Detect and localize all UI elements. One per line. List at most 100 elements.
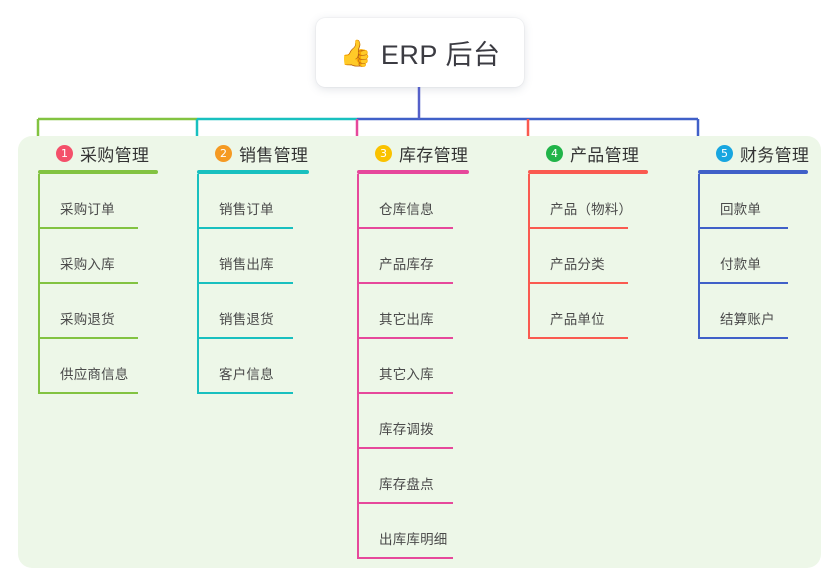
leaf-node-label: 出库库明细	[379, 532, 448, 547]
thumbs-up-icon: 👍	[339, 37, 372, 68]
leaf-node-label: 库存调拨	[379, 422, 434, 437]
branch-number-badge: 2	[215, 144, 232, 162]
branch-number-badge: 1	[56, 144, 73, 162]
branch-title: 财务管理	[740, 145, 810, 165]
leaf-node-underline	[197, 392, 293, 394]
branch-spine	[197, 174, 199, 394]
leaf-node-underline	[38, 392, 138, 394]
leaf-node-label: 产品单位	[550, 312, 605, 327]
leaf-node-underline	[698, 337, 788, 339]
branch-spine	[528, 174, 530, 339]
branch-title: 产品管理	[570, 145, 640, 165]
leaf-node-underline	[528, 282, 628, 284]
branch-column-3: 3 库存管理仓库信息产品库存其它出库其它入库库存调拨库存盘点出库库明细	[355, 136, 469, 559]
branch-leaf-list: 产品（物料） 产品分类产品单位	[528, 174, 648, 339]
leaf-node-label: 仓库信息	[379, 202, 434, 217]
branch-header-5[interactable]: 5 财务管理	[696, 136, 809, 170]
branch-leaf-list: 回款单付款单结算账户	[698, 174, 809, 339]
branch-leaf-list: 销售订单销售出库销售退货客户信息	[197, 174, 309, 394]
leaf-node[interactable]: 其它出库	[357, 284, 469, 339]
leaf-node-label: 产品库存	[379, 257, 434, 272]
leaf-node-underline	[357, 337, 453, 339]
leaf-node-label: 客户信息	[219, 367, 274, 382]
root-node-card[interactable]: 👍 ERP 后台	[316, 18, 524, 87]
leaf-node[interactable]: 产品分类	[528, 229, 648, 284]
leaf-node[interactable]: 库存调拨	[357, 394, 469, 449]
leaf-node-underline	[357, 502, 453, 504]
branch-spine	[357, 174, 359, 559]
leaf-node-underline	[528, 337, 628, 339]
leaf-node-underline	[38, 282, 138, 284]
branch-number-badge: 3	[375, 144, 392, 162]
branch-columns: 1 采购管理采购订单采购入库采购退货供应商信息 2 销售管理销售订单销售出库销售退货客…	[18, 136, 821, 568]
leaf-node[interactable]: 供应商信息	[38, 339, 158, 394]
leaf-node[interactable]: 销售出库	[197, 229, 309, 284]
branch-header-2[interactable]: 2 销售管理	[195, 136, 309, 170]
leaf-node-underline	[698, 227, 788, 229]
leaf-node[interactable]: 结算账户	[698, 284, 809, 339]
leaf-node-label: 其它出库	[379, 312, 434, 327]
leaf-node-label: 销售退货	[219, 312, 274, 327]
branch-column-2: 2 销售管理销售订单销售出库销售退货客户信息	[195, 136, 309, 394]
branch-leaf-list: 仓库信息产品库存其它出库其它入库库存调拨库存盘点出库库明细	[357, 174, 469, 559]
leaf-node-underline	[197, 337, 293, 339]
leaf-node[interactable]: 产品（物料）	[528, 174, 648, 229]
leaf-node-underline	[357, 392, 453, 394]
leaf-node-label: 采购入库	[60, 257, 115, 272]
branch-title: 采购管理	[80, 145, 150, 165]
branch-title: 销售管理	[239, 145, 309, 165]
branch-header-4[interactable]: 4 产品管理	[526, 136, 648, 170]
leaf-node[interactable]: 库存盘点	[357, 449, 469, 504]
leaf-node-label: 其它入库	[379, 367, 434, 382]
leaf-node-label: 产品（物料）	[550, 202, 633, 217]
leaf-node[interactable]: 采购退货	[38, 284, 158, 339]
branch-title: 库存管理	[399, 145, 469, 165]
branch-underline	[357, 170, 469, 174]
branch-column-5: 5 财务管理回款单付款单结算账户	[696, 136, 809, 339]
branch-spine	[698, 174, 700, 339]
leaf-node-underline	[197, 227, 293, 229]
branch-underline	[698, 170, 808, 174]
leaf-node[interactable]: 产品单位	[528, 284, 648, 339]
leaf-node-label: 销售出库	[219, 257, 274, 272]
leaf-node[interactable]: 销售订单	[197, 174, 309, 229]
leaf-node-underline	[357, 557, 453, 559]
leaf-node[interactable]: 付款单	[698, 229, 809, 284]
branch-underline	[528, 170, 648, 174]
branch-column-4: 4 产品管理产品（物料） 产品分类产品单位	[526, 136, 648, 339]
branch-header-1[interactable]: 1 采购管理	[36, 136, 158, 170]
branch-spine	[38, 174, 40, 394]
branch-column-1: 1 采购管理采购订单采购入库采购退货供应商信息	[36, 136, 158, 394]
branch-number-badge: 4	[546, 144, 563, 162]
leaf-node-label: 采购订单	[60, 202, 115, 217]
leaf-node-label: 产品分类	[550, 257, 605, 272]
leaf-node[interactable]: 采购入库	[38, 229, 158, 284]
branch-header-3[interactable]: 3 库存管理	[355, 136, 469, 170]
branch-leaf-list: 采购订单采购入库采购退货供应商信息	[38, 174, 158, 394]
branch-number-badge: 5	[716, 144, 733, 162]
branch-underline	[38, 170, 158, 174]
branch-underline	[197, 170, 309, 174]
leaf-node[interactable]: 回款单	[698, 174, 809, 229]
leaf-node-label: 回款单	[720, 202, 762, 217]
leaf-node[interactable]: 客户信息	[197, 339, 309, 394]
leaf-node-label: 结算账户	[720, 312, 775, 327]
leaf-node[interactable]: 仓库信息	[357, 174, 469, 229]
leaf-node-label: 供应商信息	[60, 367, 129, 382]
leaf-node[interactable]: 其它入库	[357, 339, 469, 394]
leaf-node-underline	[357, 447, 453, 449]
leaf-node-underline	[357, 282, 453, 284]
leaf-node[interactable]: 采购订单	[38, 174, 158, 229]
leaf-node-underline	[197, 282, 293, 284]
leaf-node-label: 销售订单	[219, 202, 274, 217]
leaf-node-label: 付款单	[720, 257, 762, 272]
leaf-node[interactable]: 产品库存	[357, 229, 469, 284]
leaf-node-underline	[698, 282, 788, 284]
leaf-node[interactable]: 出库库明细	[357, 504, 469, 559]
leaf-node-underline	[528, 227, 628, 229]
leaf-node-underline	[357, 227, 453, 229]
leaf-node-underline	[38, 337, 138, 339]
leaf-node[interactable]: 销售退货	[197, 284, 309, 339]
leaf-node-underline	[38, 227, 138, 229]
